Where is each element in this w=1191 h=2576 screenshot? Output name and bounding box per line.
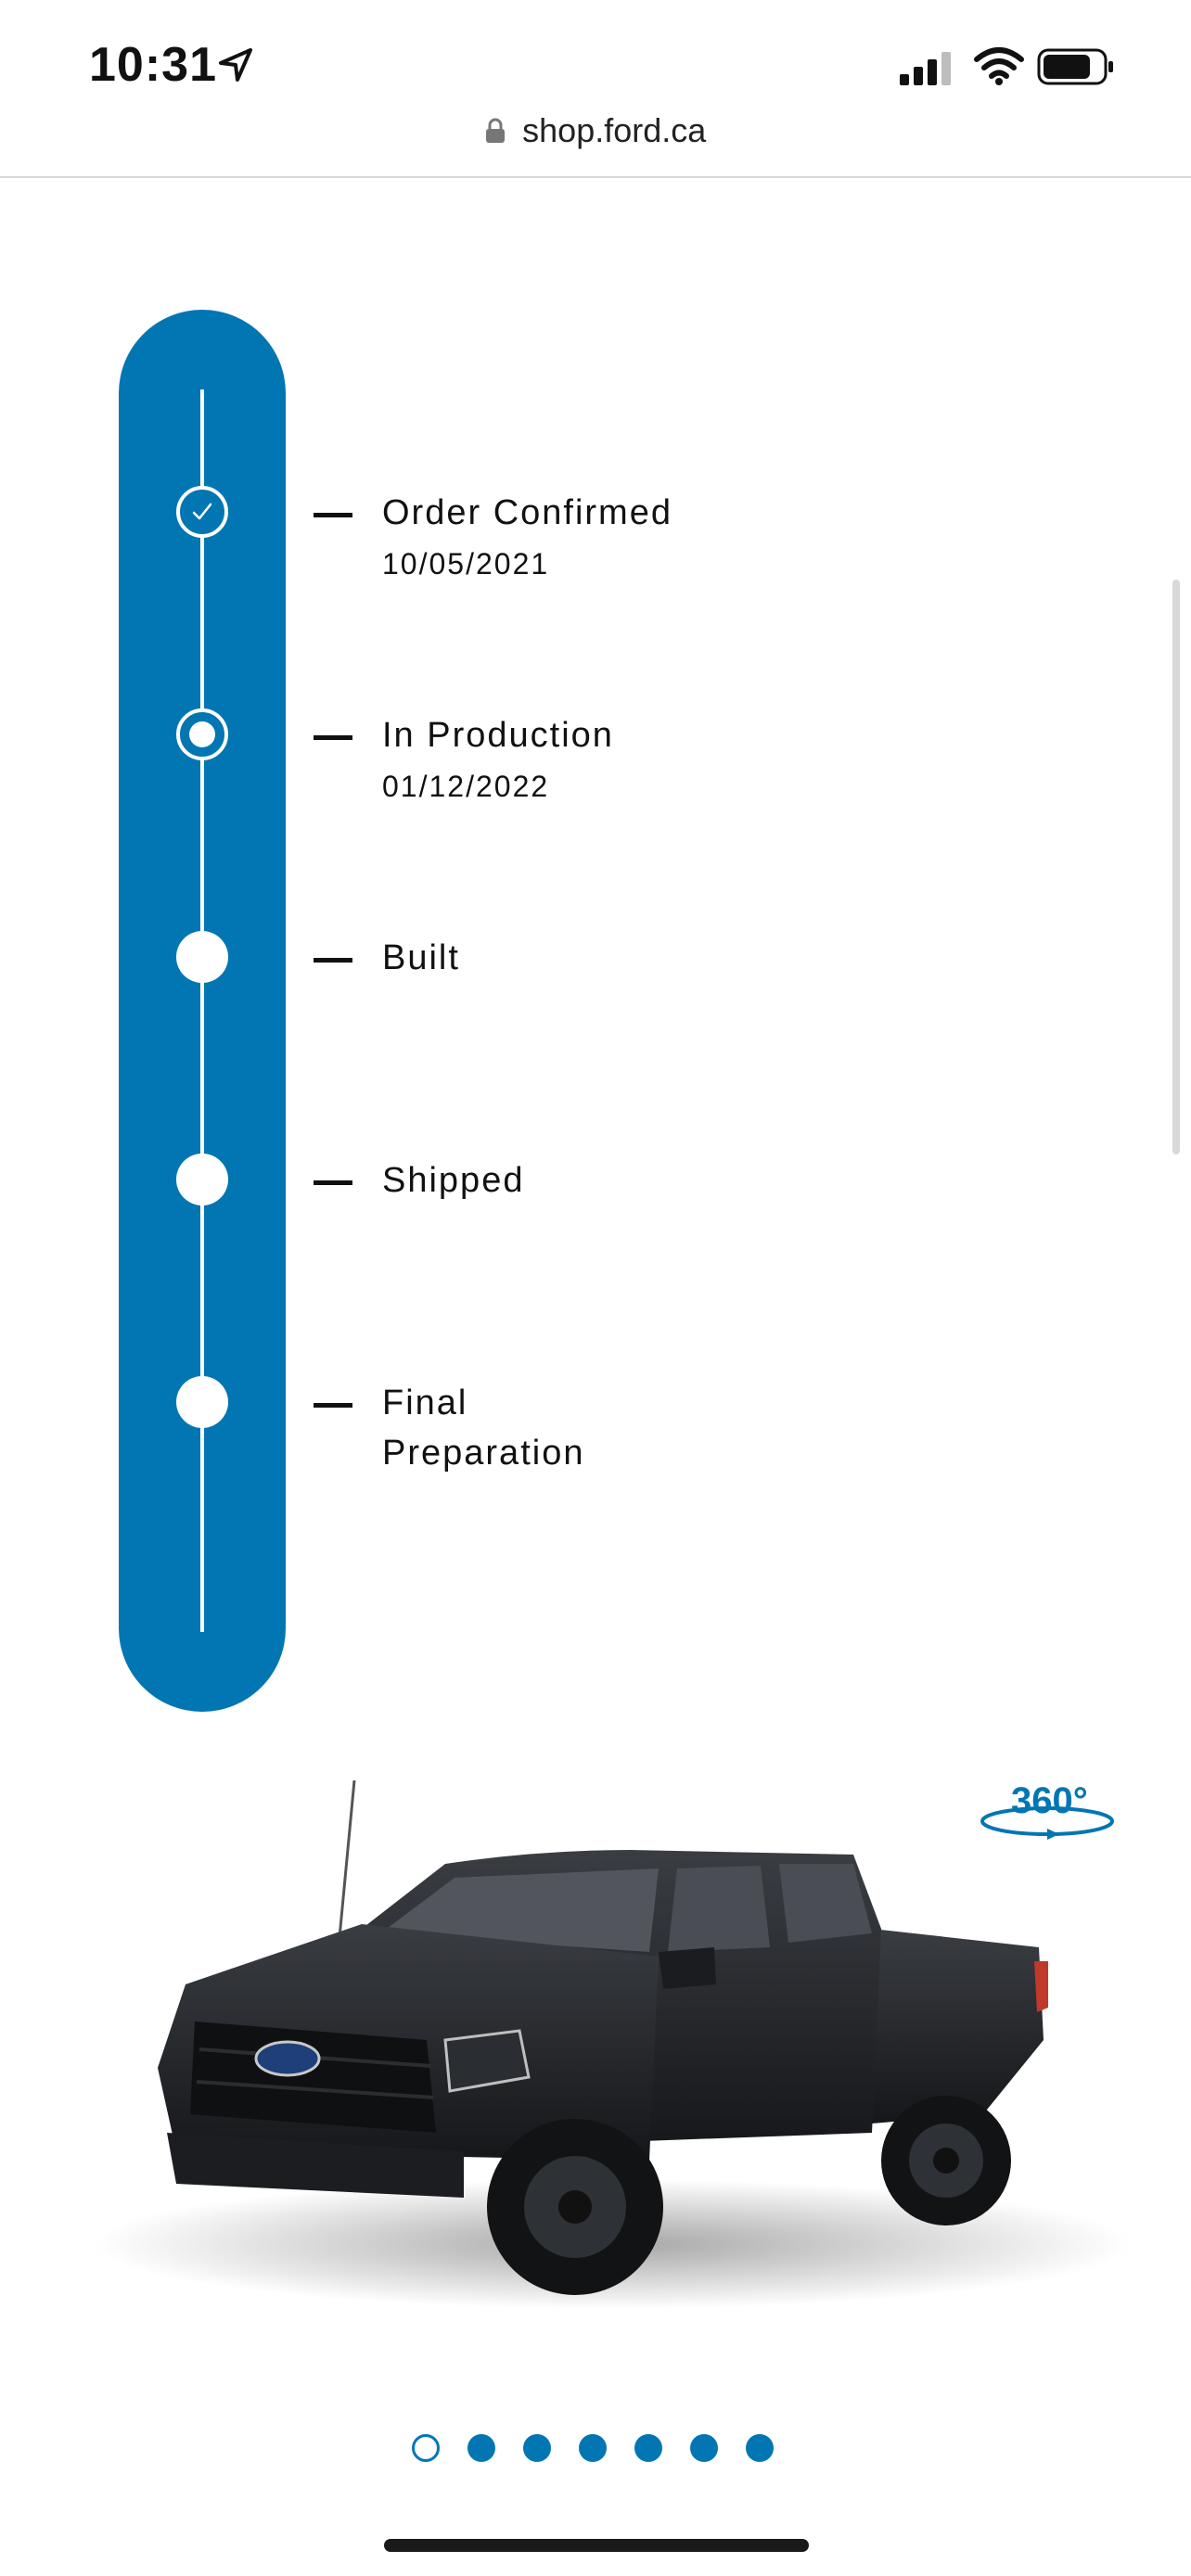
timeline-node-shipped (176, 1154, 228, 1205)
carousel-dot-7[interactable] (746, 2434, 774, 2462)
battery-icon (1037, 48, 1113, 85)
carousel-dot-1[interactable] (412, 2434, 440, 2462)
timeline-line (200, 389, 204, 1632)
rotate-360-icon[interactable] (978, 1779, 1117, 1843)
carousel-dot-6[interactable] (690, 2434, 718, 2462)
carousel-dot-4[interactable] (579, 2434, 607, 2462)
step-dash (314, 513, 352, 517)
step-label-built: Built (382, 938, 460, 977)
carousel-dot-3[interactable] (523, 2434, 551, 2462)
wifi-icon (974, 47, 1024, 85)
step-label-in-production: In Production (382, 716, 614, 755)
timeline-node-final-preparation (176, 1376, 228, 1428)
header-divider (0, 176, 1191, 178)
step-dash (314, 958, 352, 963)
location-arrow-icon (219, 48, 252, 82)
status-bar: 10:31 shop.ford.ca (0, 0, 1191, 176)
url-text: shop.ford.ca (522, 111, 707, 149)
home-indicator[interactable] (384, 2539, 809, 2552)
step-date-in-production: 01/12/2022 (382, 770, 550, 803)
step-dash (314, 1180, 352, 1185)
timeline-node-built (176, 931, 228, 983)
carousel-dot-5[interactable] (634, 2434, 662, 2462)
address-bar[interactable]: shop.ford.ca (0, 111, 1191, 167)
step-label-final-preparation: Final Preparation (382, 1378, 584, 1478)
timeline-node-order-confirmed (176, 486, 228, 538)
carousel-dot-2[interactable] (467, 2434, 495, 2462)
scrollbar[interactable] (1172, 580, 1180, 1154)
step-dash (314, 735, 352, 740)
timeline-node-in-production (176, 708, 228, 760)
step-dash (314, 1403, 352, 1408)
view-360-label[interactable]: 360° (1011, 1780, 1088, 1821)
step-label-order-confirmed: Order Confirmed (382, 493, 672, 532)
step-label-line-1: Final (382, 1384, 468, 1422)
status-time: 10:31 (89, 38, 217, 92)
checkmark-icon (192, 503, 212, 520)
cellular-signal-icon (900, 52, 951, 85)
step-label-line-2: Preparation (382, 1434, 585, 1473)
current-step-indicator (189, 721, 215, 747)
lock-icon (485, 118, 505, 143)
step-label-shipped: Shipped (382, 1161, 525, 1200)
step-date-order-confirmed: 10/05/2021 (382, 547, 550, 580)
vehicle-image[interactable] (56, 1762, 1141, 2337)
